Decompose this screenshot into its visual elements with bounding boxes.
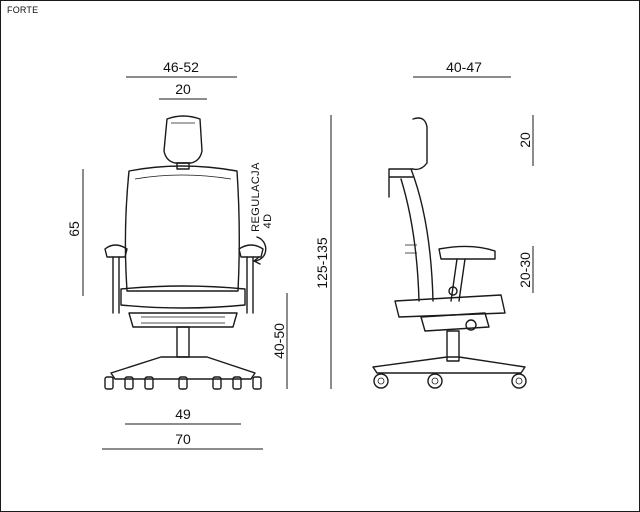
side-gas-lift [446,330,460,362]
side-backrest [400,168,434,302]
side-mechanism [420,312,490,332]
headrest-width-label: 20 [175,81,191,97]
seat-height-label: 40-50 [271,323,287,359]
front-mechanism [128,312,238,328]
seat-width-label: 49 [175,406,191,422]
front-casters [104,376,262,390]
adjustment-arrow-icon [254,236,267,262]
side-seat [394,294,506,318]
front-backrest [124,165,240,292]
side-headrest [412,117,428,171]
back-height-label: 65 [66,221,82,237]
depth-range-label: 40-47 [446,59,482,75]
base-width-label: 70 [175,431,191,447]
front-seat [120,285,246,309]
width-range-label: 46-52 [163,59,199,75]
side-armrest-pad [438,245,496,260]
headrest-adjust-label: 20 [517,132,533,148]
front-star-base [110,356,256,380]
adjustment-value: 4D [262,214,274,229]
front-gas-lift [176,326,190,358]
front-headrest [163,115,203,164]
side-view-chair [372,117,527,389]
adjustment-arrowhead-icon [253,256,261,265]
side-casters [373,373,527,389]
front-right-armrest-pad [238,244,264,258]
front-view-chair [104,115,264,390]
adjustment-label: REGULACJA [250,162,262,232]
side-star-base [372,356,526,374]
product-title: FORTE [7,5,39,15]
front-left-armrest-pad [104,244,128,258]
total-height-label: 125-135 [314,237,330,289]
armrest-adjust-label: 20-30 [517,252,533,288]
